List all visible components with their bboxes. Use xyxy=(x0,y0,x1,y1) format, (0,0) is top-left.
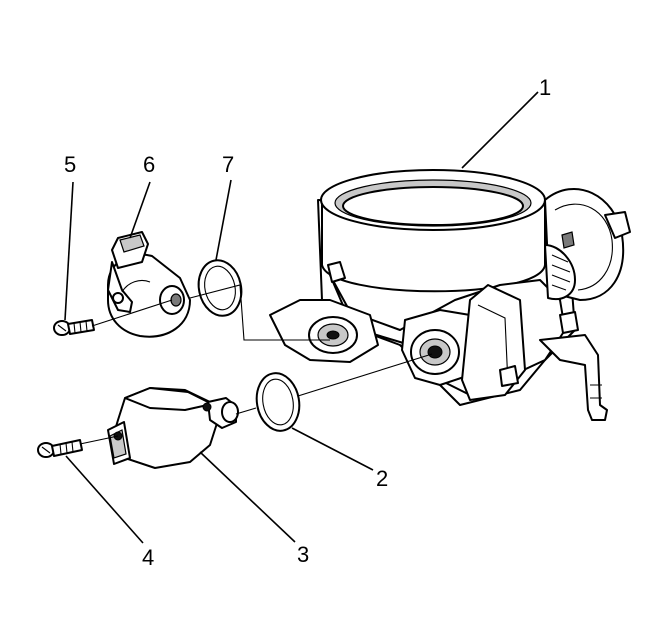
idle-air-control-valve xyxy=(107,387,239,469)
callout-6: 6 xyxy=(143,152,155,177)
callout-labels: 1 2 3 4 5 6 7 xyxy=(64,75,551,570)
callout-2: 2 xyxy=(376,466,388,491)
callout-5: 5 xyxy=(64,152,76,177)
callout-3: 3 xyxy=(297,542,309,567)
iac-o-ring xyxy=(255,372,301,432)
callout-1: 1 xyxy=(539,75,551,100)
leader-lines xyxy=(64,91,539,544)
callout-7: 7 xyxy=(222,152,234,177)
throttle-position-sensor xyxy=(107,231,191,338)
iac-screw xyxy=(37,439,83,458)
throttle-body xyxy=(269,169,631,421)
callout-4: 4 xyxy=(142,545,154,570)
tps-o-ring xyxy=(197,259,243,317)
assembly-centerlines xyxy=(79,284,433,445)
tps-screw xyxy=(53,319,95,336)
